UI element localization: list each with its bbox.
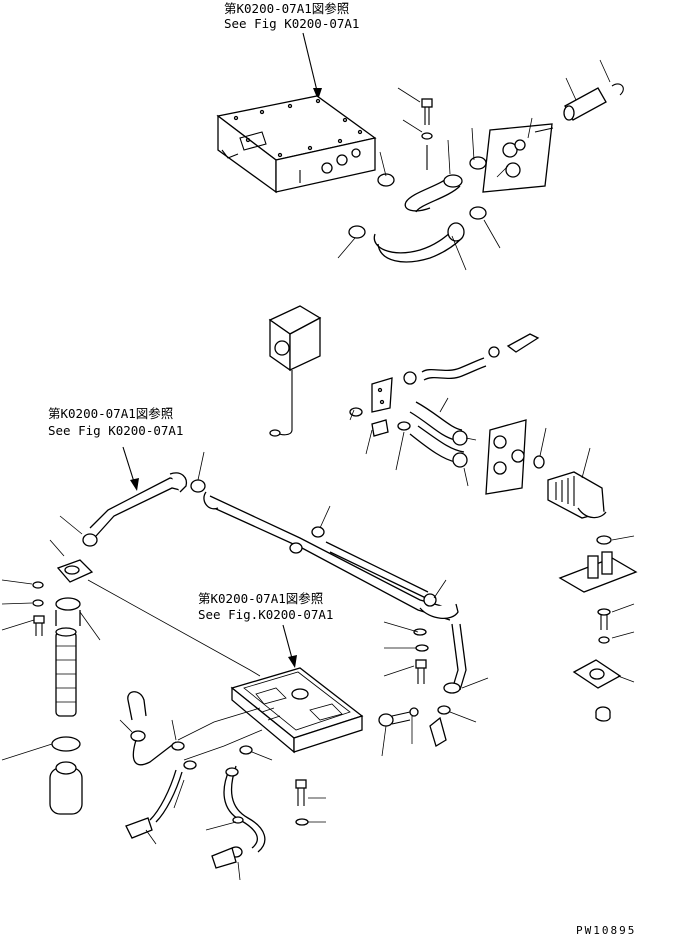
valve-plate bbox=[482, 123, 554, 193]
svg-text:第K0200-07A1図参照: 第K0200-07A1図参照 bbox=[198, 591, 323, 606]
reference-label-top: 第K0200-07A1図参照 See Fig K0200-07A1 bbox=[224, 1, 359, 100]
bracket-plate-right bbox=[558, 535, 638, 593]
leader-lines-lower bbox=[1, 397, 635, 881]
pipe-long-middle bbox=[203, 491, 459, 621]
tank-cap-left bbox=[32, 559, 94, 636]
hose-corrugated-left bbox=[55, 597, 81, 717]
connect-line-left bbox=[87, 579, 261, 677]
duct-right bbox=[547, 471, 607, 519]
pipe-top-right bbox=[563, 83, 624, 121]
hose-small-middle bbox=[403, 333, 540, 385]
valve-plate-middle bbox=[485, 419, 545, 495]
svg-text:第K0200-07A1図参照: 第K0200-07A1図参照 bbox=[224, 1, 349, 16]
drain-pipe-right bbox=[429, 623, 467, 747]
svg-text:See Fig.K0200-07A1: See Fig.K0200-07A1 bbox=[198, 607, 333, 622]
svg-text:第K0200-07A1図参照: 第K0200-07A1図参照 bbox=[48, 406, 173, 421]
bolt-top bbox=[421, 98, 433, 170]
reference-label-middle: 第K0200-07A1図参照 See Fig.K0200-07A1 bbox=[198, 591, 333, 668]
bolt-bottom bbox=[295, 779, 309, 826]
bracket-middle bbox=[349, 377, 411, 437]
reservoir-left bbox=[49, 736, 83, 815]
heater-valve bbox=[268, 305, 322, 437]
bolt-right bbox=[597, 608, 611, 644]
hose-upper bbox=[404, 174, 463, 213]
leader-lines-top bbox=[337, 59, 611, 271]
svg-text:See Fig K0200-07A1: See Fig K0200-07A1 bbox=[224, 16, 359, 31]
drawing-code: PW10895 bbox=[576, 924, 636, 937]
reference-label-left: 第K0200-07A1図参照 See Fig K0200-07A1 bbox=[48, 406, 183, 491]
pipe-left bbox=[82, 472, 206, 547]
gasket-right bbox=[572, 659, 622, 722]
hose-lower bbox=[373, 222, 465, 263]
drain-hoses-bottom bbox=[125, 691, 266, 869]
hoses-middle bbox=[409, 401, 468, 468]
bolts-middle bbox=[378, 628, 429, 727]
svg-text:See Fig K0200-07A1: See Fig K0200-07A1 bbox=[48, 423, 183, 438]
tank-middle bbox=[230, 667, 364, 754]
heater-unit bbox=[216, 95, 377, 194]
